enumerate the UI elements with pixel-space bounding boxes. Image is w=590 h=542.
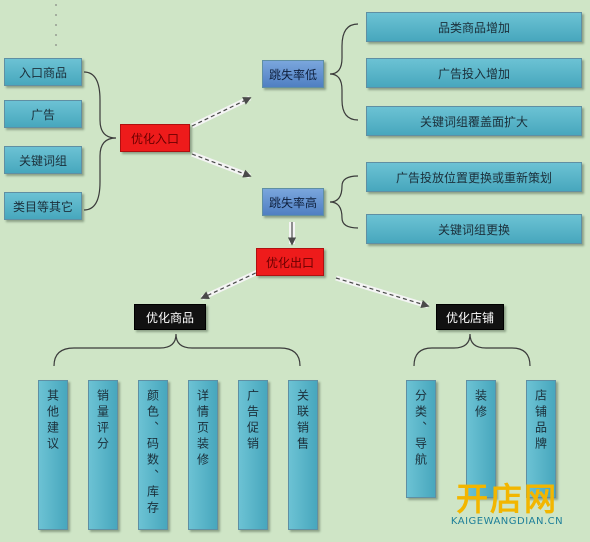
leaf-detail-page: 详情页装修 bbox=[188, 380, 218, 530]
brace-goods bbox=[53, 333, 301, 367]
watermark-url: KAIGEWANGDIAN.CN bbox=[450, 516, 564, 527]
watermark-brand: 开店网 bbox=[455, 480, 558, 518]
node-more-categories: 品类商品增加 bbox=[366, 12, 582, 42]
brace-shop bbox=[413, 333, 531, 367]
leaf-related-sales: 关联销售 bbox=[288, 380, 318, 530]
node-bounce-low: 跳失率低 bbox=[262, 60, 324, 88]
input-category: 类目等其它 bbox=[4, 192, 82, 220]
arrow-to-low bbox=[191, 97, 252, 127]
arrow-to-high bbox=[191, 153, 252, 178]
input-keywords: 关键词组 bbox=[4, 146, 82, 174]
leaf-color-size-stock: 颜色、码数、库存 bbox=[138, 380, 168, 530]
node-keyword-coverage: 关键词组覆盖面扩大 bbox=[366, 106, 582, 136]
node-keyword-change: 关键词组更换 bbox=[366, 214, 582, 244]
input-entry-goods: 入口商品 bbox=[4, 58, 82, 86]
left-brace bbox=[83, 71, 117, 211]
node-optimize-shop: 优化店铺 bbox=[436, 304, 504, 330]
node-optimize-exit: 优化出口 bbox=[256, 248, 324, 276]
watermark-logo: 开店网 KAIGEWANGDIAN.CN bbox=[426, 474, 588, 540]
node-more-ads: 广告投入增加 bbox=[366, 58, 582, 88]
node-ad-replace: 广告投放位置更换或重新策划 bbox=[366, 162, 582, 192]
node-optimize-goods: 优化商品 bbox=[134, 304, 206, 330]
leaf-other: 其他建议 bbox=[38, 380, 68, 530]
leaf-decoration: 装修 bbox=[466, 380, 496, 498]
leaf-category-nav: 分类、导航 bbox=[406, 380, 436, 498]
arrow-to-shop bbox=[335, 277, 430, 309]
input-ads: 广告 bbox=[4, 100, 82, 128]
brace-high bbox=[329, 175, 359, 229]
node-optimize-entry: 优化入口 bbox=[120, 124, 190, 152]
node-bounce-high: 跳失率高 bbox=[262, 188, 324, 216]
leaf-shop-brand: 店铺品牌 bbox=[526, 380, 556, 498]
leaf-sales-rating: 销量评分 bbox=[88, 380, 118, 530]
brace-low bbox=[329, 23, 359, 121]
leaf-ad-promo: 广告促销 bbox=[238, 380, 268, 530]
